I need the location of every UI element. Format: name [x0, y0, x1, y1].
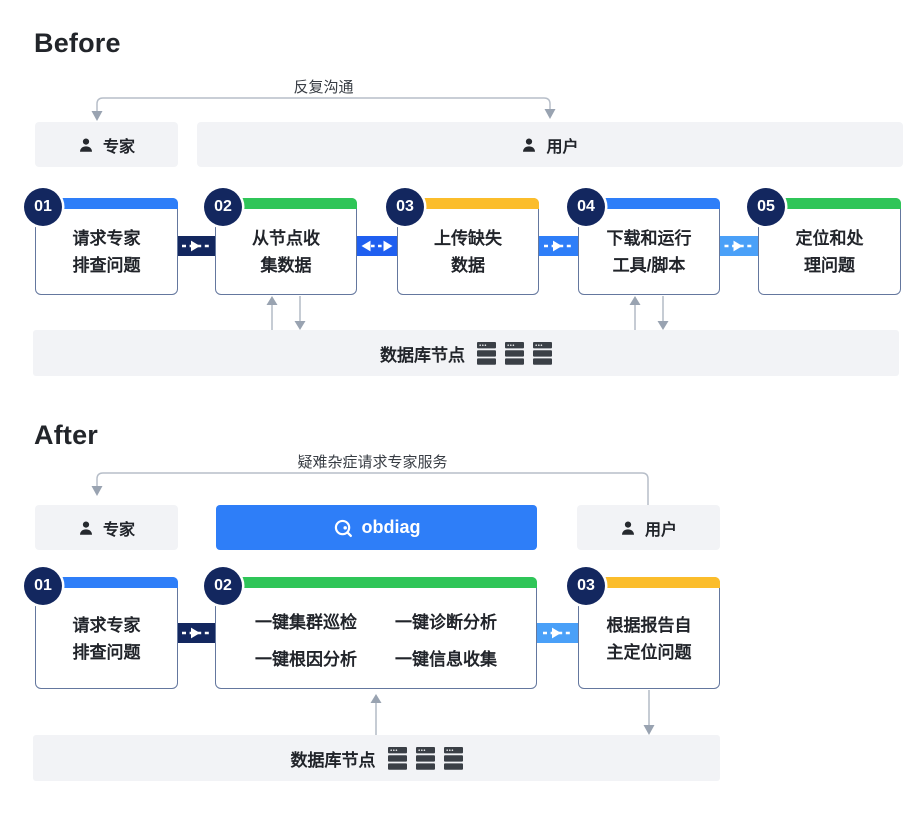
step-accent-bar — [397, 198, 539, 209]
after-step-card-1: 01 请求专家排查问题 — [24, 567, 178, 689]
server-icon — [387, 746, 407, 770]
after-db-nodes-bar: 数据库节点 — [33, 735, 720, 781]
step-number-badge: 02 — [204, 188, 242, 226]
connector-arrow-right-icon — [539, 236, 578, 256]
after-step-card-2: 02 一键集群巡检 一键诊断分析 一键根因分析 一键信息收集 — [204, 567, 537, 689]
db-nodes-label: 数据库节点 — [380, 345, 465, 365]
after-expert-box: 专家 — [35, 505, 178, 550]
arrow-down-icon — [657, 296, 669, 330]
obdiag-features: 一键集群巡检 一键诊断分析 一键根因分析 一键信息收集 — [216, 589, 536, 688]
connector-arrow-right-icon — [537, 623, 578, 643]
step-number-badge: 04 — [567, 188, 605, 226]
before-relation-arrow — [91, 97, 556, 121]
step-accent-bar — [578, 577, 720, 588]
person-icon — [79, 138, 92, 152]
after-relation-arrow — [91, 472, 649, 505]
step-accent-bar — [758, 198, 901, 209]
server-icons — [387, 746, 463, 770]
step-accent-bar — [215, 577, 537, 588]
step-number-badge: 01 — [24, 567, 62, 605]
step-accent-bar — [215, 198, 357, 209]
before-user-label: 用户 — [546, 138, 579, 156]
before-step-card-5: 05 定位和处理问题 — [747, 188, 901, 295]
before-relation-label: 反复沟通 — [293, 79, 354, 96]
connector-arrow-right-icon — [178, 623, 215, 643]
db-nodes-label: 数据库节点 — [290, 750, 376, 770]
server-icon — [443, 746, 463, 770]
server-icon — [477, 341, 496, 365]
step-text: 根据报告自主定位问题 — [606, 615, 692, 662]
arrow-down-icon — [294, 296, 306, 330]
step-accent-bar — [35, 577, 178, 588]
step-accent-bar — [578, 198, 720, 209]
after-relation-label: 疑难杂症请求专家服务 — [297, 454, 448, 471]
server-icons — [477, 341, 552, 365]
before-step-card-2: 02 从节点收集数据 — [204, 188, 357, 295]
step-text: 定位和处理问题 — [795, 229, 864, 275]
after-user-label: 用户 — [644, 521, 677, 539]
server-icon — [533, 341, 552, 365]
step-text: 上传缺失数据 — [434, 229, 502, 275]
after-title: After — [34, 420, 99, 450]
person-icon — [79, 521, 92, 535]
step-text: 从节点收集数据 — [252, 229, 320, 275]
step-number-badge: 02 — [204, 567, 242, 605]
connector-arrow-right-icon — [178, 236, 215, 256]
server-icon — [505, 341, 524, 365]
person-icon — [523, 138, 536, 152]
feature-item: 一键集群巡检 — [255, 612, 357, 632]
obdiag-logo-icon — [334, 519, 352, 537]
obdiag-label: obdiag — [361, 517, 421, 537]
step-number-badge: 05 — [747, 188, 785, 226]
obdiag-banner: obdiag — [216, 505, 537, 550]
step-text: 下载和运行工具/脚本 — [606, 229, 692, 275]
step-number-badge: 03 — [567, 567, 605, 605]
before-expert-box: 专家 — [35, 122, 178, 167]
arrow-up-icon — [370, 694, 382, 735]
step-text: 请求专家排查问题 — [72, 615, 141, 662]
before-user-box: 用户 — [197, 122, 903, 167]
connector-arrow-right-icon — [720, 236, 758, 256]
before-step-card-4: 04 下载和运行工具/脚本 — [567, 188, 720, 295]
feature-item: 一键诊断分析 — [395, 612, 497, 632]
after-expert-label: 专家 — [102, 521, 135, 539]
before-expert-label: 专家 — [102, 138, 135, 156]
arrow-up-icon — [266, 296, 278, 330]
after-step-card-3: 03 根据报告自主定位问题 — [567, 567, 720, 689]
step-text: 请求专家排查问题 — [72, 229, 141, 275]
server-icon — [415, 746, 435, 770]
step-accent-bar — [35, 198, 178, 209]
feature-item: 一键根因分析 — [255, 649, 357, 669]
before-db-nodes-bar: 数据库节点 — [33, 330, 899, 376]
arrow-down-icon — [643, 690, 655, 735]
step-number-badge: 03 — [386, 188, 424, 226]
step-number-badge: 01 — [24, 188, 62, 226]
feature-item: 一键信息收集 — [395, 649, 497, 669]
person-icon — [621, 521, 634, 535]
before-step-card-3: 03 上传缺失数据 — [386, 188, 539, 295]
after-user-box: 用户 — [577, 505, 720, 550]
connector-arrow-both-icon — [357, 236, 397, 256]
arrow-up-icon — [629, 296, 641, 330]
before-title: Before — [34, 28, 121, 58]
before-step-card-1: 01 请求专家排查问题 — [24, 188, 178, 295]
